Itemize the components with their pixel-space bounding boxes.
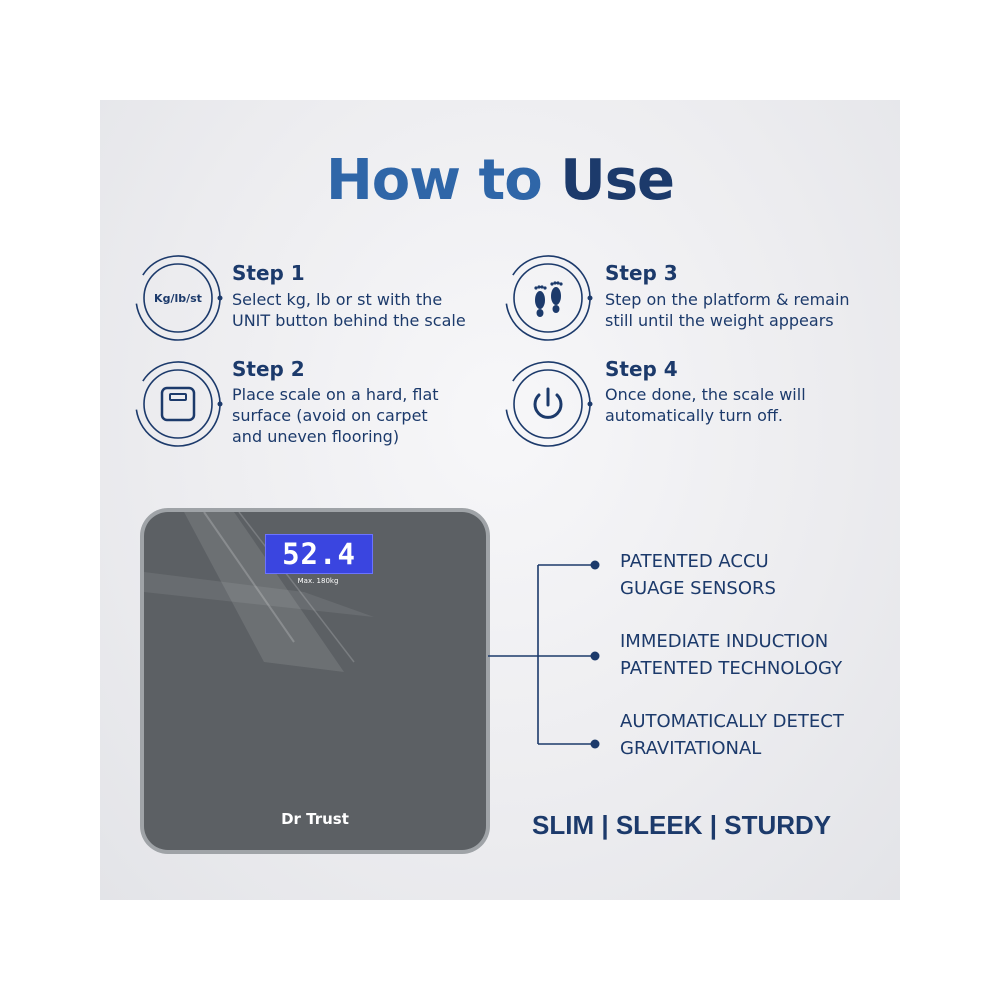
power-icon [502, 358, 594, 450]
feature-3: AUTOMATICALLY DETECT GRAVITATIONAL [620, 708, 844, 762]
step-4-heading: Step 4 [605, 357, 678, 381]
title-part-2: Use [560, 148, 675, 213]
max-capacity-label: Max. 180kg [297, 577, 339, 585]
step-2-line-3: and uneven flooring) [232, 427, 400, 446]
feature-1: PATENTED ACCU GUAGE SENSORS [620, 548, 776, 602]
step-4-line-1: Once done, the scale will [605, 385, 806, 404]
step-1-line-2: UNIT button behind the scale [232, 311, 466, 330]
feature-2-line-2: PATENTED TECHNOLOGY [620, 658, 843, 679]
step-2-text: Place scale on a hard, flat surface (avo… [232, 384, 439, 447]
footprints-icon [502, 252, 594, 344]
feature-2-line-1: IMMEDIATE INDUCTION [620, 631, 829, 652]
step-2-line-1: Place scale on a hard, flat [232, 385, 439, 404]
step-3-line-1: Step on the platform & remain [605, 290, 850, 309]
feature-3-line-2: GRAVITATIONAL [620, 738, 762, 759]
feature-1-line-1: PATENTED ACCU [620, 551, 769, 572]
feature-1-line-2: GUAGE SENSORS [620, 578, 776, 599]
unit-icon: Kg/lb/st [132, 252, 224, 344]
step-3-text: Step on the platform & remain still unti… [605, 289, 850, 331]
step-1-heading: Step 1 [232, 261, 305, 285]
tagline: SLIM | SLEEK | STURDY [532, 810, 832, 840]
step-1-text: Select kg, lb or st with the UNIT button… [232, 289, 466, 331]
lcd-display: 52.4 [265, 534, 373, 574]
unit-icon-label: Kg/lb/st [154, 292, 202, 305]
step-3-heading: Step 3 [605, 261, 678, 285]
feature-2: IMMEDIATE INDUCTION PATENTED TECHNOLOGY [620, 628, 842, 682]
scale-icon [132, 358, 224, 450]
step-4-line-2: automatically turn off. [605, 406, 783, 425]
brand-logo: Dr Trust [281, 810, 349, 828]
glass-reflection [144, 512, 374, 672]
feature-3-line-1: AUTOMATICALLY DETECT [620, 711, 844, 732]
scale-glass-top: 52.4 Max. 180kg Dr Trust [144, 512, 486, 850]
weight-reading: 52.4 [282, 537, 356, 571]
title-part-1: How to [325, 148, 543, 213]
step-2-heading: Step 2 [232, 357, 305, 381]
feature-connector [488, 560, 600, 749]
step-2-line-2: surface (avoid on carpet [232, 406, 428, 425]
step-1-line-1: Select kg, lb or st with the [232, 290, 443, 309]
weighing-scale: 52.4 Max. 180kg Dr Trust [140, 508, 490, 854]
step-3-line-2: still until the weight appears [605, 311, 834, 330]
step-4-text: Once done, the scale will automatically … [605, 384, 806, 426]
page-title: How to Use [0, 148, 1000, 213]
